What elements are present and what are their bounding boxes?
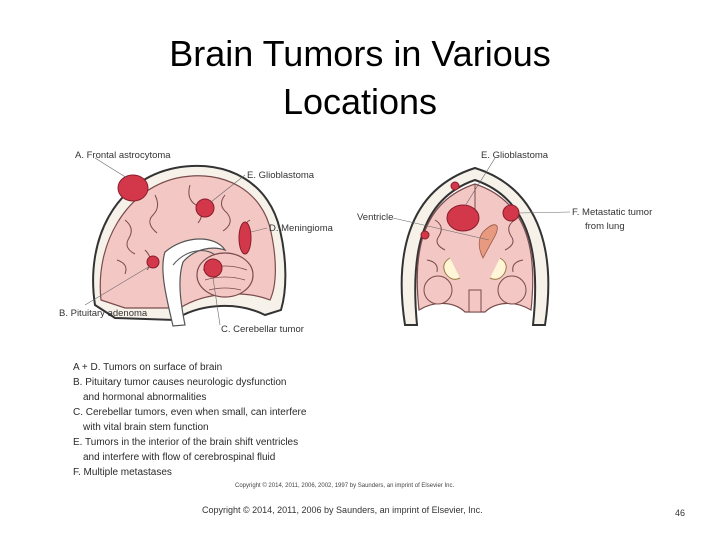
- coronal-skull: [400, 166, 550, 326]
- label-metastatic-tumor: F. Metastatic tumor: [572, 207, 652, 218]
- caption-line: C. Cerebellar tumors, even when small, c…: [73, 407, 307, 418]
- frontal-astrocytoma-tumor: [117, 174, 149, 202]
- coronal-brain-illustration: E. Glioblastoma Ventricle F. Metastatic …: [357, 150, 652, 326]
- glioblastoma-tumor-coronal: [446, 204, 480, 232]
- label-glioblastoma-sagittal: E. Glioblastoma: [247, 170, 315, 181]
- title-line-1: Brain Tumors in Various: [169, 33, 551, 74]
- metastatic-tumor-3: [420, 230, 430, 240]
- caption-line: E. Tumors in the interior of the brain s…: [73, 437, 298, 448]
- coronal-ventricle-shifted: [478, 224, 498, 259]
- glioblastoma-tumor-sagittal: [195, 198, 215, 218]
- slide-copyright: Copyright © 2014, 2011, 2006 by Saunders…: [202, 505, 483, 515]
- title-line-2: Locations: [282, 81, 438, 122]
- cerebellar-tumor: [203, 258, 223, 278]
- label-ventricle: Ventricle: [357, 212, 393, 223]
- pituitary-adenoma-tumor: [146, 255, 160, 269]
- label-pituitary-adenoma: B. Pituitary adenoma: [59, 308, 148, 319]
- caption-line: and interfere with flow of cerebrospinal…: [83, 452, 275, 463]
- caption-line: F. Multiple metastases: [73, 467, 172, 478]
- caption-line: A + D. Tumors on surface of brain: [73, 362, 222, 373]
- slide-title: Brain Tumors in Various Locations: [0, 30, 720, 126]
- metastatic-tumor-1: [502, 204, 520, 222]
- figure-caption: A + D. Tumors on surface of brain B. Pitu…: [73, 362, 307, 478]
- page-number: 46: [675, 508, 686, 518]
- sagittal-brainstem: [162, 238, 227, 327]
- metastatic-tumor-2: [450, 181, 460, 191]
- label-metastatic-from-lung: from lung: [585, 221, 625, 232]
- cerebellum: [196, 252, 254, 298]
- brain-tumor-figure: A. Frontal astrocytoma E. Glioblastoma D…: [59, 150, 652, 489]
- sagittal-brain-illustration: A. Frontal astrocytoma E. Glioblastoma D…: [59, 150, 334, 335]
- figure-copyright: Copyright © 2014, 2011, 2006, 2002, 1997…: [235, 482, 454, 489]
- label-glioblastoma-coronal: E. Glioblastoma: [481, 150, 549, 161]
- label-cerebellar-tumor: C. Cerebellar tumor: [221, 324, 304, 335]
- caption-line: B. Pituitary tumor causes neurologic dys…: [73, 377, 286, 388]
- meningioma-tumor: [238, 221, 252, 255]
- caption-line: with vital brain stem function: [82, 422, 209, 433]
- label-frontal-astrocytoma: A. Frontal astrocytoma: [75, 150, 171, 161]
- caption-line: and hormonal abnormalities: [83, 392, 206, 403]
- label-meningioma: D. Meningioma: [269, 223, 334, 234]
